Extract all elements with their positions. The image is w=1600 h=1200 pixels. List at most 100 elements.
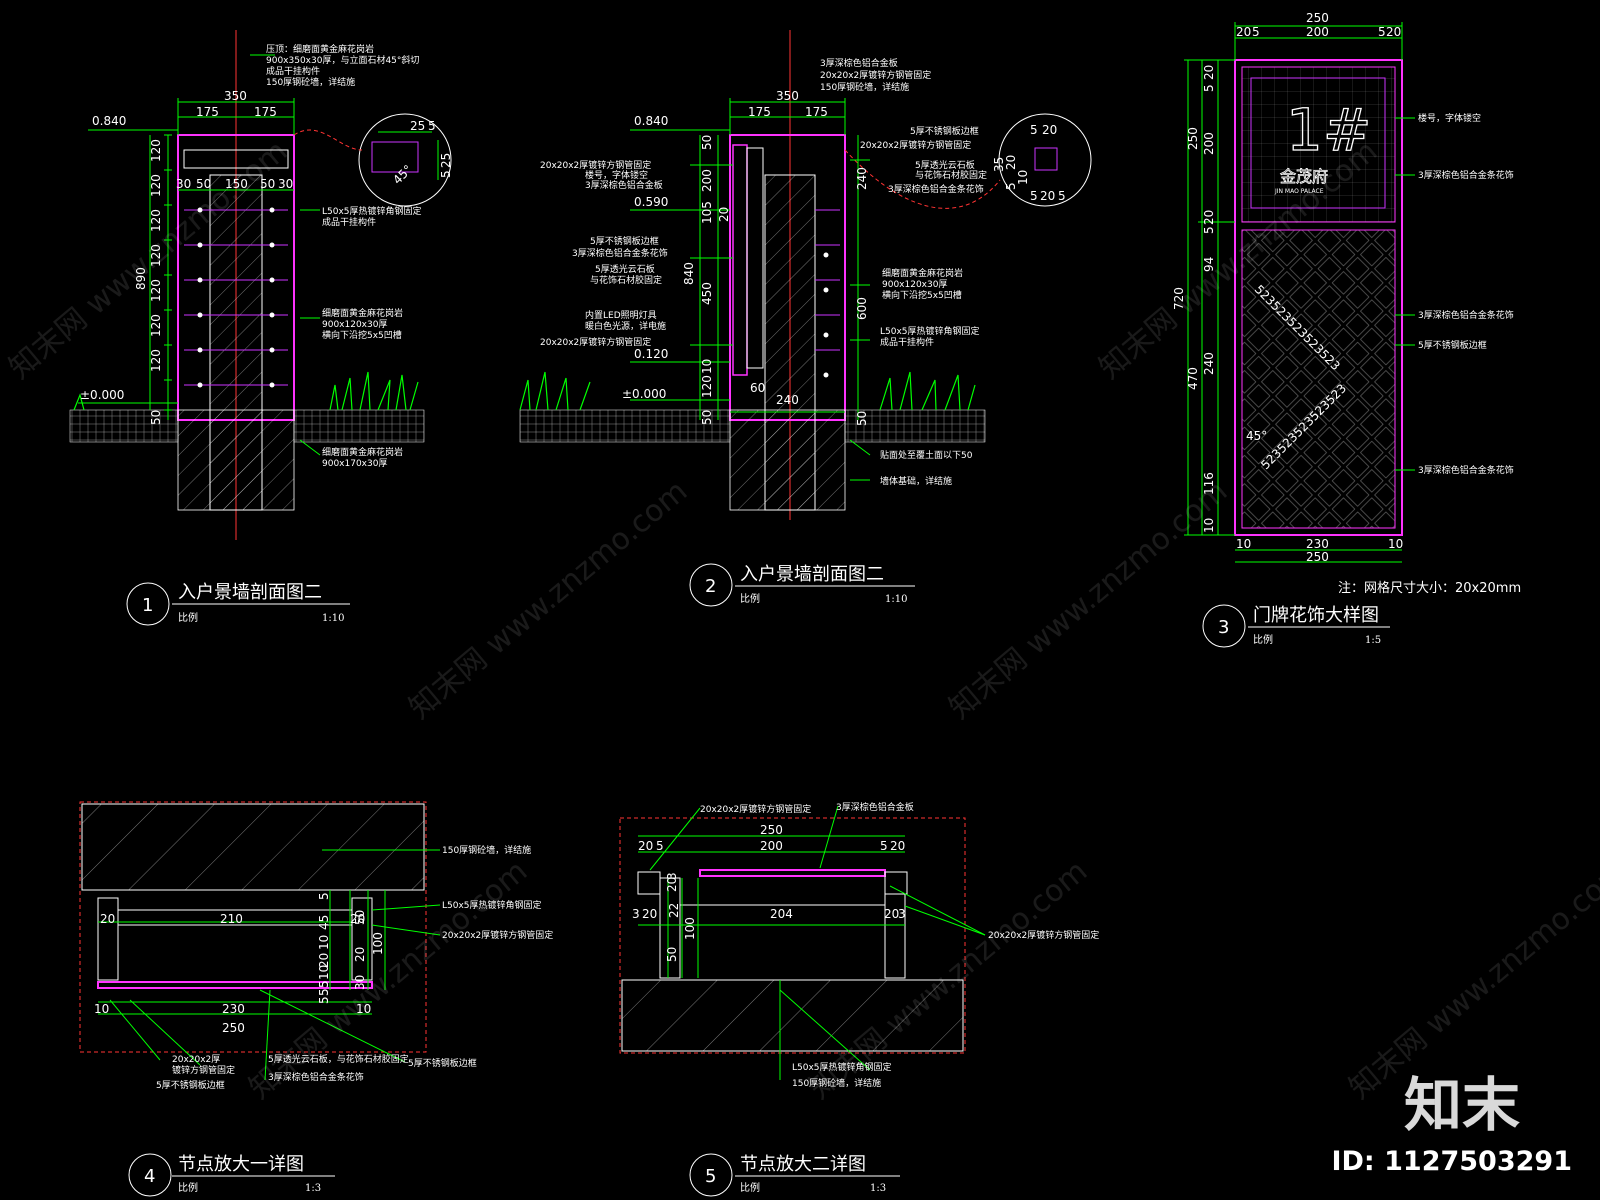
view2-elevation: 0.120 [634,347,668,361]
view5-dim: 5 [656,839,664,853]
view1-detail-dim: 25 [410,119,425,133]
view2-led-box [732,144,748,376]
view2-note: 150厚钢砼墙，详结施 [820,81,909,93]
view2-note: 5厚不锈钢板边框 [910,125,979,137]
view2-section: 0.840 0.590 0.120 ±0.000 350 175 175 50 … [519,30,1092,520]
view-number: 3 [1218,617,1229,638]
view2-note: 20x20x2厚镀锌方钢管固定 [540,336,651,348]
view5-note: 3厚深棕色铝合金板 [836,801,914,813]
watermark-text: 知末网 www.znzmo.com [943,474,1234,726]
view1-dim-inner: 150 [225,177,248,191]
view3-dim-top: 200 [1306,25,1329,39]
view5-dim: 50 [665,947,679,962]
view4-dim: 210 [220,912,243,926]
view2-vdim-right: 50 [855,411,869,426]
view2-detail-dim: 10 [1016,170,1030,185]
view4-dim: 10 [356,1002,371,1016]
view3-number-panel [1250,77,1386,209]
view1-dim-inner: 30 [176,177,191,191]
view3-vdim2: 116 [1202,472,1216,495]
view3-building-name: 金茂府 [1280,167,1328,186]
view2-detail-dim: 5 [1030,189,1038,203]
view5-aluminum-plate [699,869,886,877]
view3-note: 3厚深棕色铝合金条花饰 [1418,464,1514,476]
view2-vdim: 50 [700,410,714,425]
view1-detail-dim: 5 [428,119,436,133]
view3-vdim2: 200 [1202,132,1216,155]
view2-note: 20x20x2厚镀锌方钢管固定 [860,139,971,151]
view1-detail-dim: 45° [390,162,415,187]
view-title: 门牌花饰大样图 [1253,605,1379,626]
view-scale-label: 比例 [178,611,198,624]
view2-notes-top: 3厚深棕色铝合金板 20x20x2厚镀锌方钢管固定 150厚钢砼墙，详结施 [820,57,931,93]
view2-note: 3厚深棕色铝合金板 [585,179,663,191]
view2-dim-bottom: 60 [750,381,765,395]
view2-vdim: 200 [700,169,714,192]
view4-note: 3厚深棕色铝合金条花饰 [268,1071,364,1083]
view1-note: 成品干挂构件 [266,65,320,77]
view5-dim: 250 [760,823,783,837]
view4-note: 5厚不锈钢板边框 [408,1057,477,1069]
view-scale-label: 比例 [740,1181,760,1194]
view-scale-label: 比例 [178,1181,198,1194]
view-title: 节点放大二详图 [740,1154,866,1175]
view4-note: 镀锌方钢管固定 [172,1064,235,1076]
view2-dim-top: 175 [748,105,771,119]
view-scale: 1:10 [322,613,344,624]
view4-vdim: 50 [353,910,367,925]
view2-vdim: 20 [717,207,731,222]
view1-note: 900x120x30厚 [322,319,387,330]
view1-dim-half-right: 175 [254,105,277,119]
view3-vdim2: 5 [1202,226,1216,234]
view2-detail-dim: 20 [1004,155,1018,170]
view1-section: 0.840 ±0.000 350 175 175 30 50 150 50 30… [69,30,453,540]
view3-note: 3厚深棕色铝合金条花饰 [1418,309,1514,321]
view2-note: 900x120x30厚 [882,279,947,290]
view4-vdim: 5 [317,988,331,996]
view2-note: L50x5厚热镀锌角钢固定 [880,325,980,337]
view2-vdim: 120 [700,375,714,398]
view1-vdim: 120 [149,244,163,267]
view5-dim: 100 [683,917,697,940]
view3-dim-top: 250 [1306,11,1329,25]
view1-vdim: 120 [149,349,163,372]
view2-note: 5厚透光云石板 [915,159,975,171]
view3-vdim2: 94 [1202,257,1216,272]
view4-vdim: 45 [317,915,331,930]
view3-vdim2: 240 [1202,352,1216,375]
view3-vdim: 470 [1186,367,1200,390]
view4-vdim: 10 [317,935,331,950]
view-scale: 1:3 [870,1183,886,1194]
view5-frame [619,817,966,1054]
view-number-circle [128,1153,172,1197]
view5-dim: 3 [632,907,640,921]
view4-note: 5厚透光云石板，与花饰石材胶固定 [268,1053,409,1065]
view1-vertical-dims: 120 120 120 120 120 120 120 50 890 [134,139,163,425]
view2-note: 20x20x2厚镀锌方钢管固定 [540,159,651,171]
view-number-circle [126,582,170,626]
view3-vdim2: 20 [1202,65,1216,80]
view5-dim: 200 [760,839,783,853]
view5-dim: 20 [665,877,679,892]
view1-note: 900x350x30厚，与立面石材45°斜切 [266,54,419,66]
view2-note: 横向下沿挖5x5凹槽 [882,289,962,301]
view4-frame [79,801,427,1053]
view2-detail-dim: 20 [1042,123,1057,137]
view2-notes-right: 5厚不锈钢板边框 20x20x2厚镀锌方钢管固定 5厚透光云石板 与花饰石材胶固… [860,125,987,487]
view1-vdim: 120 [149,139,163,162]
grid-note: 注：网格尺寸大小：20x20mm [1338,580,1521,596]
view2-note: 3厚深棕色铝合金条花饰 [572,247,668,259]
view3-dim-top: 20 [1236,25,1251,39]
view3-note: 楼号，字体镂空 [1418,112,1481,124]
view1-vdim: 50 [149,410,163,425]
view4-right-dims: 5 45 10 20 10 5 5 5 50 20 30 100 [317,892,385,1004]
view1-vdim: 120 [149,314,163,337]
watermark-text: 知末网 www.znzmo.com [243,854,534,1106]
view2-vdim-right: 600 [855,297,869,320]
view2-note: 暖白色光源，详电施 [585,320,666,332]
view5-dim: 20 [642,907,657,921]
brand-logo: 知末 [1403,1071,1520,1139]
view-scale: 1:5 [1365,635,1381,646]
view1-elevation-top: 0.840 [92,114,126,128]
view2-note: 墙体基础，详结施 [880,475,952,487]
